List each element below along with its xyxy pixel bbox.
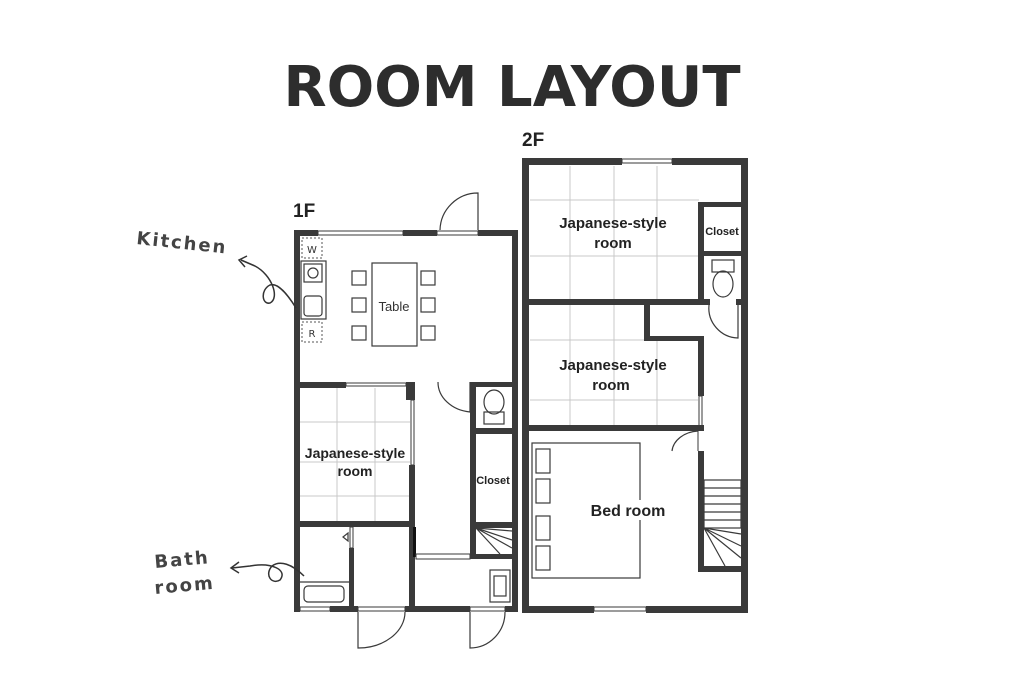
chairs (351, 270, 436, 341)
bathroom-label-line2: room (154, 573, 216, 599)
stairs-icon (703, 479, 742, 567)
room-label-bedroom: Bed room (591, 503, 666, 520)
page-title: ROOM LAYOUT (283, 55, 740, 120)
door (469, 611, 506, 649)
room-label-closet-2f: Closet (705, 226, 739, 238)
first-floor: 1F (293, 192, 518, 649)
bathtub-icon (303, 585, 345, 603)
toilet-icon (711, 259, 735, 298)
room-label-closet-1f: Closet (476, 475, 510, 487)
kitchen-counter: W R (300, 237, 327, 343)
toilet-icon (483, 389, 505, 425)
bathroom-annotation: Bath room (154, 547, 305, 599)
door (708, 304, 739, 339)
stairs-icon (475, 527, 513, 555)
door (439, 192, 479, 231)
room-label-japanese-2f-2: Japanese-style (559, 357, 667, 374)
door (437, 381, 471, 413)
room-label-japanese-2f-2-line2: room (592, 377, 630, 394)
tatami-grid-1f (300, 388, 410, 521)
sink-icon (489, 569, 511, 603)
room-label-japanese-1f-line2: room (338, 463, 373, 479)
kitchen-label: Kitchen (135, 228, 228, 258)
window (317, 230, 404, 236)
stove-icon (307, 267, 319, 279)
kitchen-annotation: Kitchen (135, 228, 297, 309)
floor-label-2f: 2F (522, 130, 544, 151)
second-floor: 2F Closet (522, 130, 748, 613)
table (371, 262, 418, 347)
arrow-icon (231, 562, 305, 582)
tatami-grid-2f (530, 166, 699, 425)
door (357, 611, 406, 649)
arrow-icon (240, 259, 297, 309)
room-label-japanese-1f: Japanese-style (305, 445, 406, 461)
door (671, 430, 699, 452)
washer-label: W (307, 245, 317, 256)
room-label-japanese-2f-1: Japanese-style (559, 215, 667, 232)
floor-label-1f: 1F (293, 201, 315, 222)
table-label: Table (378, 299, 409, 314)
room-label-japanese-2f-1-line2: room (594, 235, 632, 252)
fridge-label: R (309, 329, 316, 340)
sink-icon (303, 295, 323, 317)
bathroom-label: Bath (154, 547, 211, 573)
